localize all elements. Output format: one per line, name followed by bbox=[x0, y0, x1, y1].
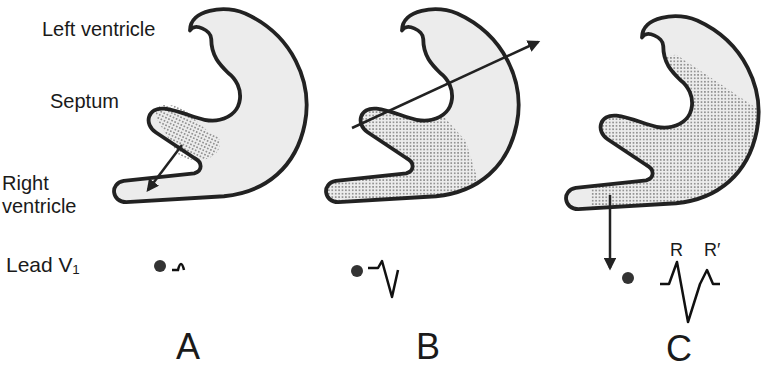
ecg-waveform bbox=[368, 261, 398, 297]
structure-label: Right ventricle bbox=[2, 172, 90, 218]
lead-label: Lead V₁ bbox=[6, 253, 80, 277]
panel-letter: B bbox=[416, 326, 440, 367]
electrode-dot bbox=[154, 260, 166, 272]
ecg-waveform bbox=[172, 264, 184, 270]
wave-label: R bbox=[670, 240, 683, 261]
wave-label: R′ bbox=[704, 240, 720, 261]
panel-letter: A bbox=[176, 326, 200, 367]
vector-arrow bbox=[352, 42, 538, 128]
vector-arrow bbox=[148, 145, 182, 190]
heart-panel-c bbox=[566, 16, 765, 216]
vector-arrow bbox=[609, 195, 612, 268]
structure-label: Left ventricle bbox=[42, 18, 155, 41]
electrode-dot bbox=[622, 272, 634, 284]
ecg-waveform bbox=[660, 262, 720, 322]
electrode-dot bbox=[351, 265, 363, 277]
panel-letter: C bbox=[666, 328, 692, 369]
structure-label: Septum bbox=[50, 90, 119, 113]
heart-panel-b bbox=[313, 9, 519, 209]
